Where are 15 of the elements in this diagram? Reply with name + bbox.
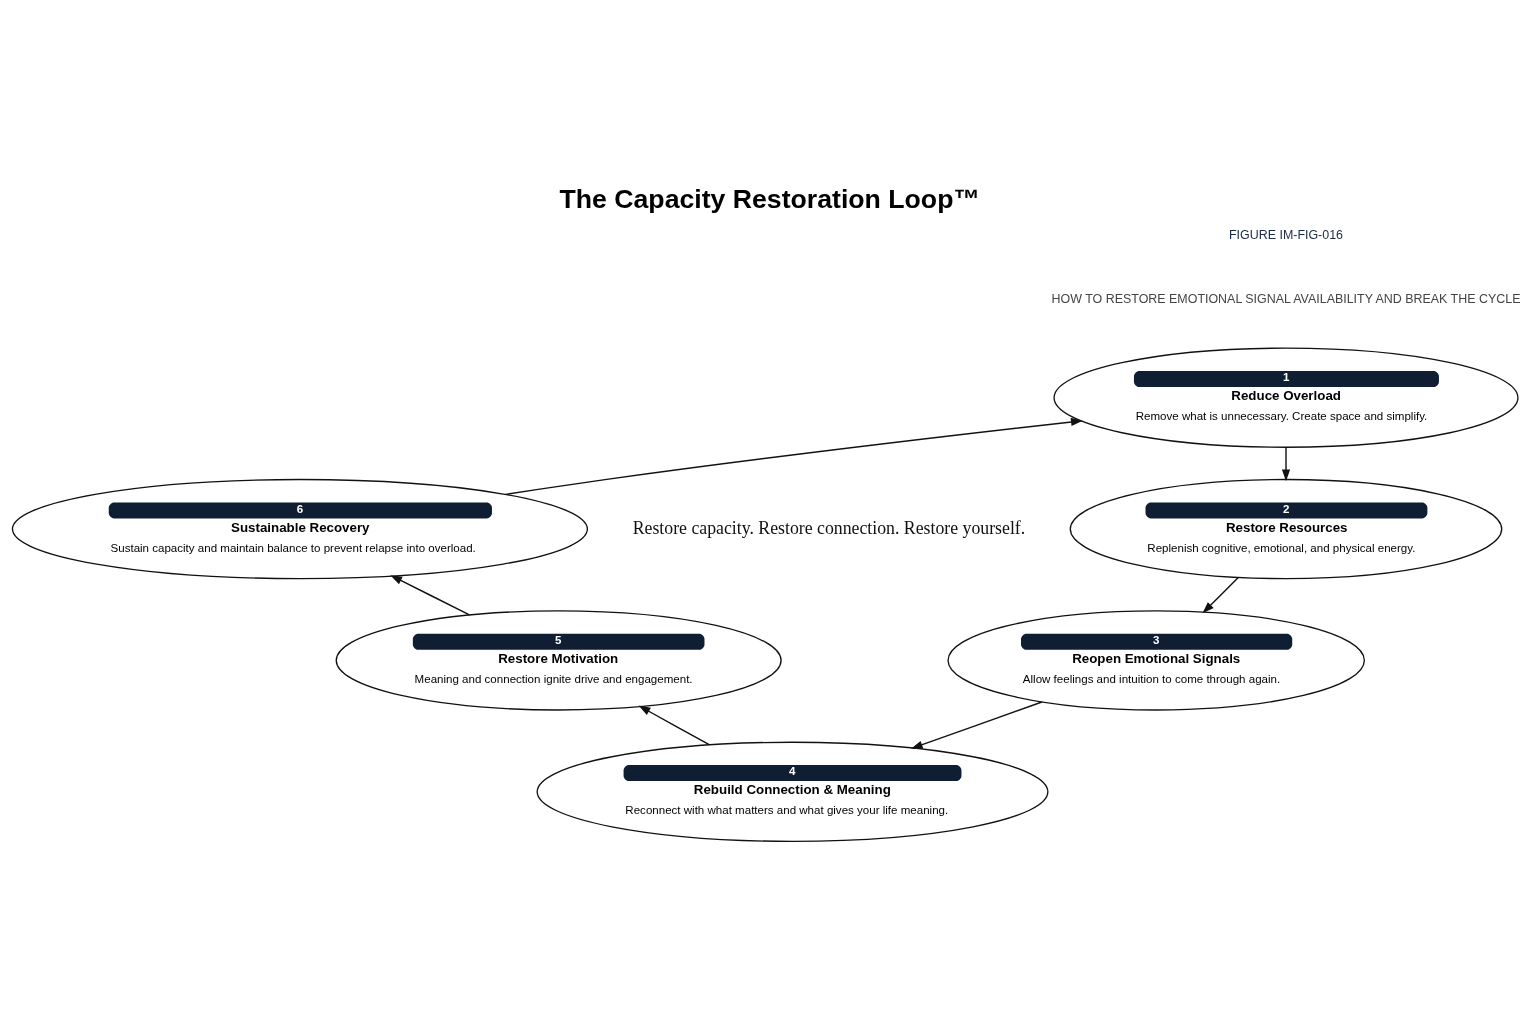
diagram-title: The Capacity Restoration Loop™ <box>559 183 981 214</box>
node-ellipse: 5 Restore Motivation Meaning and connection ignite drive and engagement. <box>335 609 782 711</box>
node-ellipse: 6 Sustainable Recovery Sustain capacity and maintain balance to prevent relapse into overload. <box>11 478 589 579</box>
node-ellipse: 2 Restore Resources Replenish cognitive, emotional, and physical energy. <box>1069 478 1503 579</box>
node-ellipse: 1 Reduce Overload Remove what is unnecessary. Create space and simplify. <box>1053 347 1519 448</box>
arrow <box>390 574 471 616</box>
arrow <box>638 705 710 745</box>
node-ellipse: 3 Reopen Emotional Signals Allow feelings and intuition to come through again. <box>947 609 1365 711</box>
label: FIGURE IM-FIG-016 <box>1228 227 1344 242</box>
arrow <box>504 417 1083 495</box>
label: Restore capacity. Restore connection. Restore yourself. <box>632 517 1026 538</box>
arrow <box>1202 576 1239 613</box>
label: HOW TO RESTORE EMOTIONAL SIGNAL AVAILABILITY AND BREAK THE CYCLE <box>1051 291 1521 306</box>
arrow <box>910 700 1043 749</box>
arrow <box>1281 446 1291 481</box>
